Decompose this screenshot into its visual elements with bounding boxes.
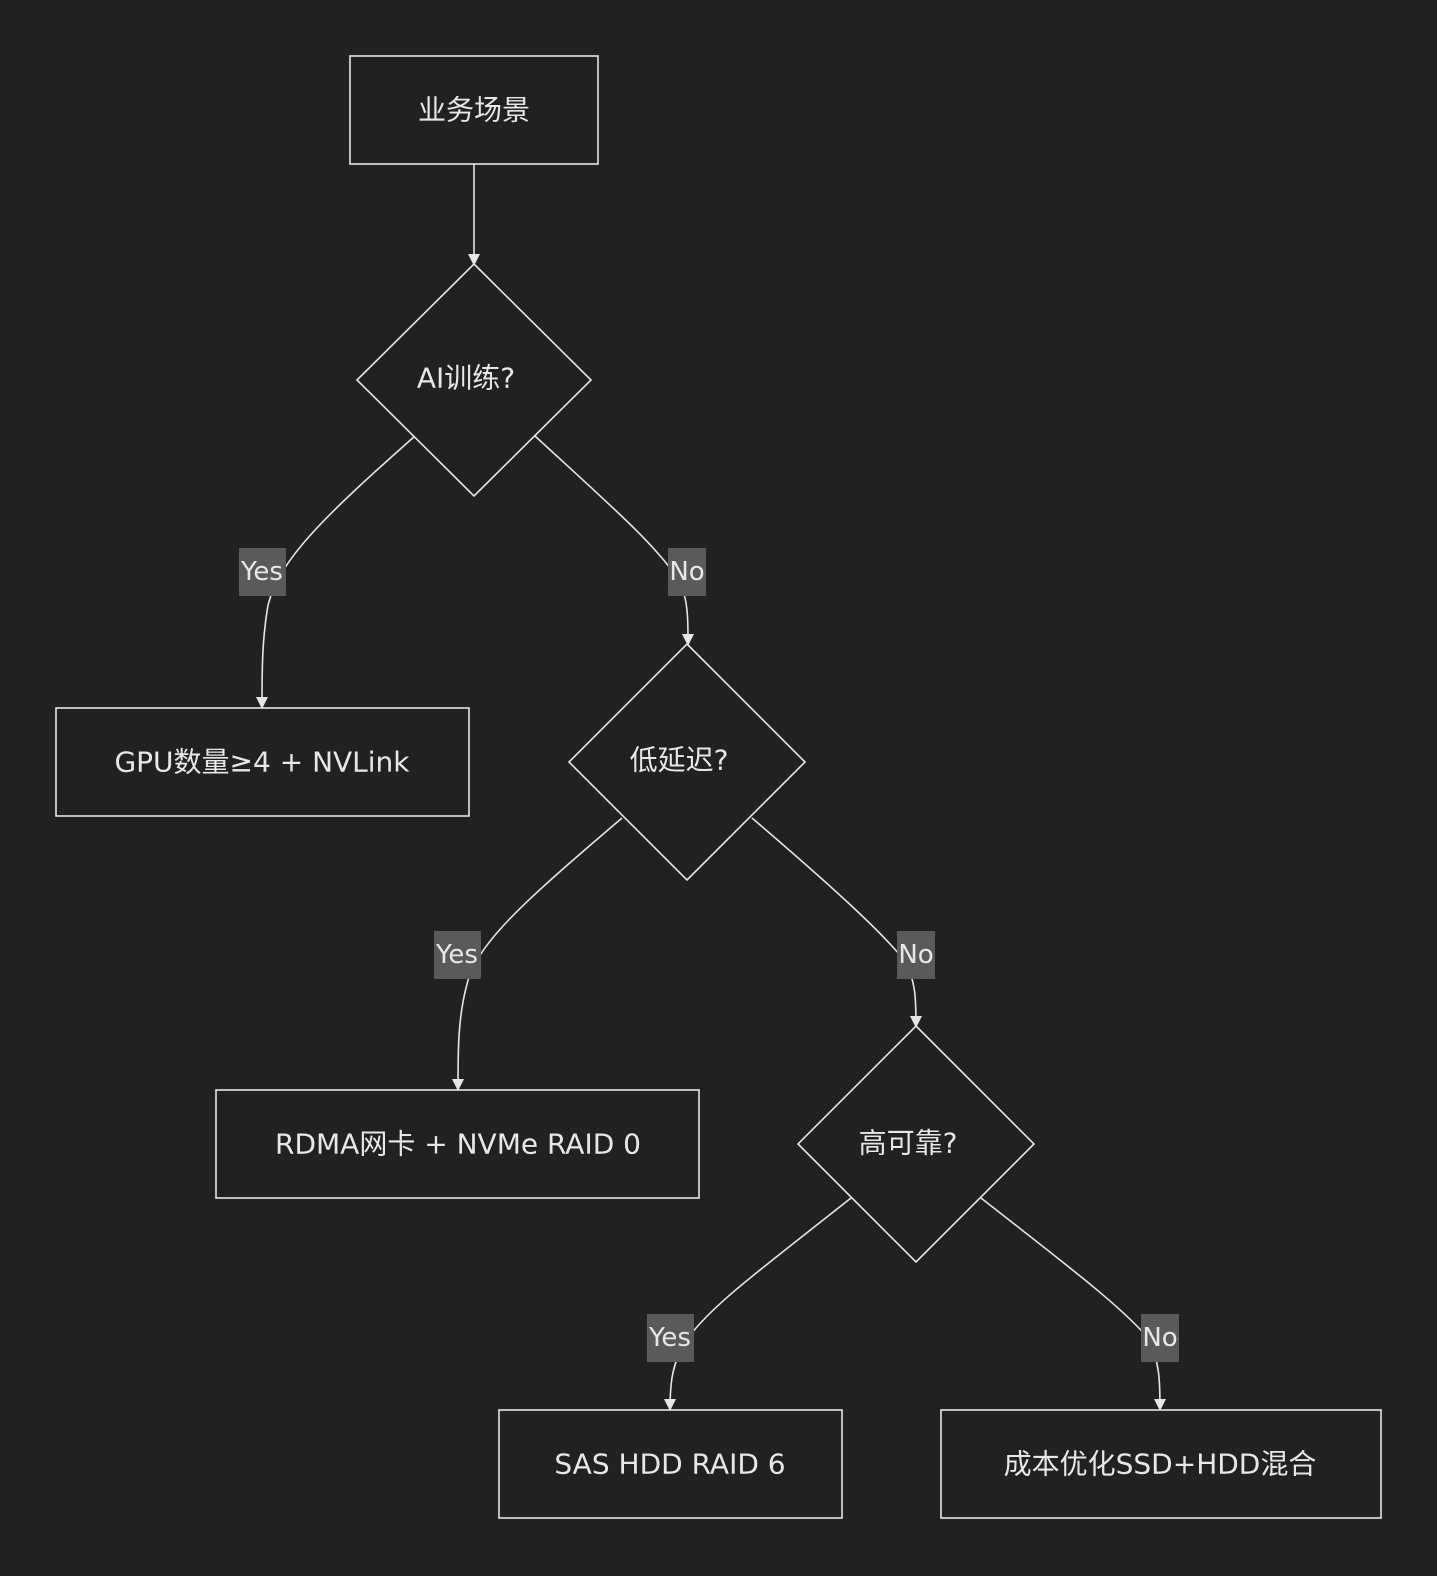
node-rdma-nvme-label: RDMA网卡 + NVMe RAID 0 [275, 1128, 641, 1161]
node-ai-training-label: AI训练? [417, 362, 515, 395]
edge-label-reliability-no-bg [1141, 1314, 1179, 1362]
node-gpu-nvlink: GPU数量≥4 + NVLink [55, 707, 470, 817]
edge-label-ai-yes: Yes [239, 548, 286, 596]
nodes: 业务场景 AI训练? GPU数量≥4 + NVLink 低延迟? RDMA网卡 … [55, 55, 1382, 1519]
node-scenario: 业务场景 [349, 55, 599, 165]
edge-label-reliability-yes: Yes [647, 1314, 694, 1362]
edge-low-latency-no [751, 817, 922, 1028]
node-cost-hybrid-label: 成本优化SSD+HDD混合 [1004, 1448, 1317, 1481]
edge-label-reliability-no-text: No [1142, 1323, 1177, 1353]
edge-label-latency-no: No [897, 931, 935, 979]
node-rdma-nvme-box [215, 1089, 700, 1199]
node-gpu-nvlink-label: GPU数量≥4 + NVLink [114, 746, 410, 779]
edge-label-ai-yes-text: Yes [240, 557, 283, 587]
node-cost-hybrid: 成本优化SSD+HDD混合 [940, 1409, 1382, 1519]
edge-high-reliability-no [980, 1197, 1166, 1411]
edge-label-reliability-yes-text: Yes [648, 1323, 691, 1353]
edge-ai-training-no [534, 435, 694, 646]
edge-label-latency-yes-text: Yes [435, 940, 478, 970]
edge-label-ai-no-bg [668, 548, 706, 596]
edge-label-ai-yes-bg [239, 548, 286, 596]
edge-label-latency-no-text: No [898, 940, 933, 970]
node-cost-hybrid-box [940, 1409, 1382, 1519]
node-low-latency-diamond [567, 642, 807, 882]
node-scenario-label: 业务场景 [418, 94, 530, 127]
edge-low-latency-yes [452, 817, 623, 1091]
edge-label-latency-yes-bg [434, 931, 481, 979]
edge-label-latency-no-bg [897, 931, 935, 979]
node-sas-hdd-label: SAS HDD RAID 6 [554, 1448, 785, 1481]
edge-label-ai-no-text: No [669, 557, 704, 587]
node-sas-hdd-box [498, 1409, 843, 1519]
node-gpu-nvlink-box [55, 707, 470, 817]
edge-high-reliability-yes [664, 1197, 852, 1411]
node-sas-hdd: SAS HDD RAID 6 [498, 1409, 843, 1519]
edges [256, 164, 1166, 1411]
edge-label-latency-yes: Yes [434, 931, 481, 979]
node-ai-training-diamond [355, 262, 593, 498]
node-low-latency: 低延迟? [567, 642, 807, 882]
node-low-latency-label: 低延迟? [630, 744, 729, 777]
node-scenario-box [349, 55, 599, 165]
node-ai-training: AI训练? [355, 262, 593, 498]
edge-label-ai-no: No [668, 548, 706, 596]
node-rdma-nvme: RDMA网卡 + NVMe RAID 0 [215, 1089, 700, 1199]
node-high-reliability-label: 高可靠? [859, 1127, 958, 1160]
edge-label-reliability-no: No [1141, 1314, 1179, 1362]
node-high-reliability: 高可靠? [796, 1024, 1036, 1264]
edge-label-reliability-yes-bg [647, 1314, 694, 1362]
node-high-reliability-diamond [796, 1024, 1036, 1264]
edge-labels: Yes No Yes No Yes No [239, 548, 1179, 1362]
